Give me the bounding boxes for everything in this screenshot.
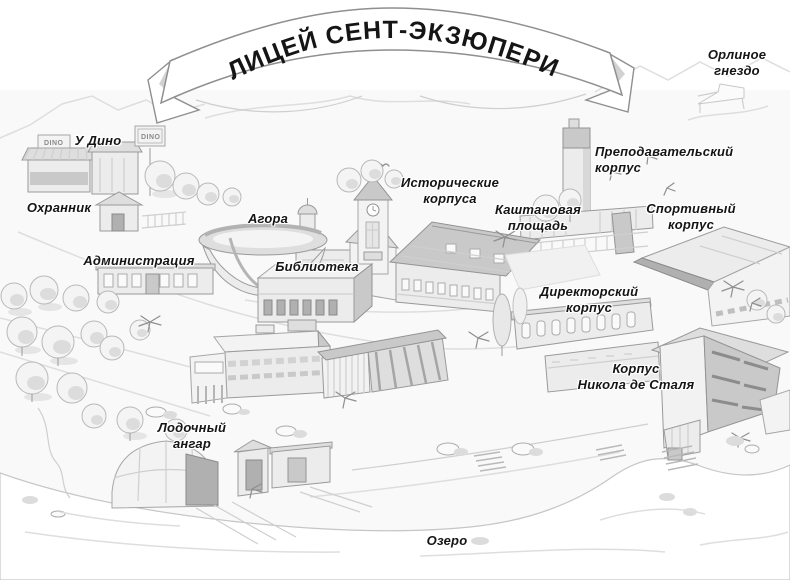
label-historical-buildings: Исторические корпуса (400, 175, 500, 207)
library-building (256, 262, 374, 324)
trees-top-left (144, 160, 242, 207)
spiky-plants (138, 230, 762, 499)
sports-building (632, 226, 790, 327)
shore-rocks (22, 403, 760, 545)
label-library: Библиотека (275, 259, 359, 274)
stairs (473, 444, 699, 472)
trees-right-center (492, 287, 786, 356)
dino-roof-sign: DINO (37, 134, 71, 149)
label-sports-building: Спортивный корпус (646, 201, 736, 233)
label-agora: Агора (247, 211, 289, 226)
guard-house (94, 191, 187, 232)
label-eagles-nest: Орлиное гнездо (707, 47, 767, 79)
modern-building-a (189, 319, 333, 404)
svg-text:DINO: DINO (44, 140, 64, 147)
clock-tower (352, 163, 394, 275)
label-teachers-building: Преподавательский корпус (595, 144, 734, 176)
modern-building-b (316, 329, 449, 399)
svg-text:DINO: DINO (141, 134, 161, 141)
label-guard: Охранник (26, 200, 92, 215)
label-nicolas-de-stael: Корпус Никола де Сталя (577, 361, 695, 393)
dino-cafe-building: DINO DINO (21, 125, 166, 196)
chestnut-square (504, 188, 601, 291)
eagles-nest-building (687, 83, 769, 121)
label-administration: Администрация (83, 253, 195, 268)
boat-hangar-building (111, 439, 373, 545)
label-directors-building: Директорский корпус (539, 284, 639, 316)
label-boat-hangar: Лодочный ангар (157, 420, 227, 452)
administration-building (95, 263, 216, 295)
trees-left (0, 275, 188, 442)
trees-center (336, 159, 404, 193)
directors-building (510, 297, 654, 350)
label-chestnut-square: Каштановая площадь (495, 202, 581, 234)
nicolas-de-stael-building (544, 327, 790, 461)
dino-pole-sign: DINO (134, 125, 166, 196)
label-dinos: У Дино (74, 133, 122, 148)
label-lake: Озеро (426, 533, 468, 548)
lake-waves (24, 508, 789, 557)
